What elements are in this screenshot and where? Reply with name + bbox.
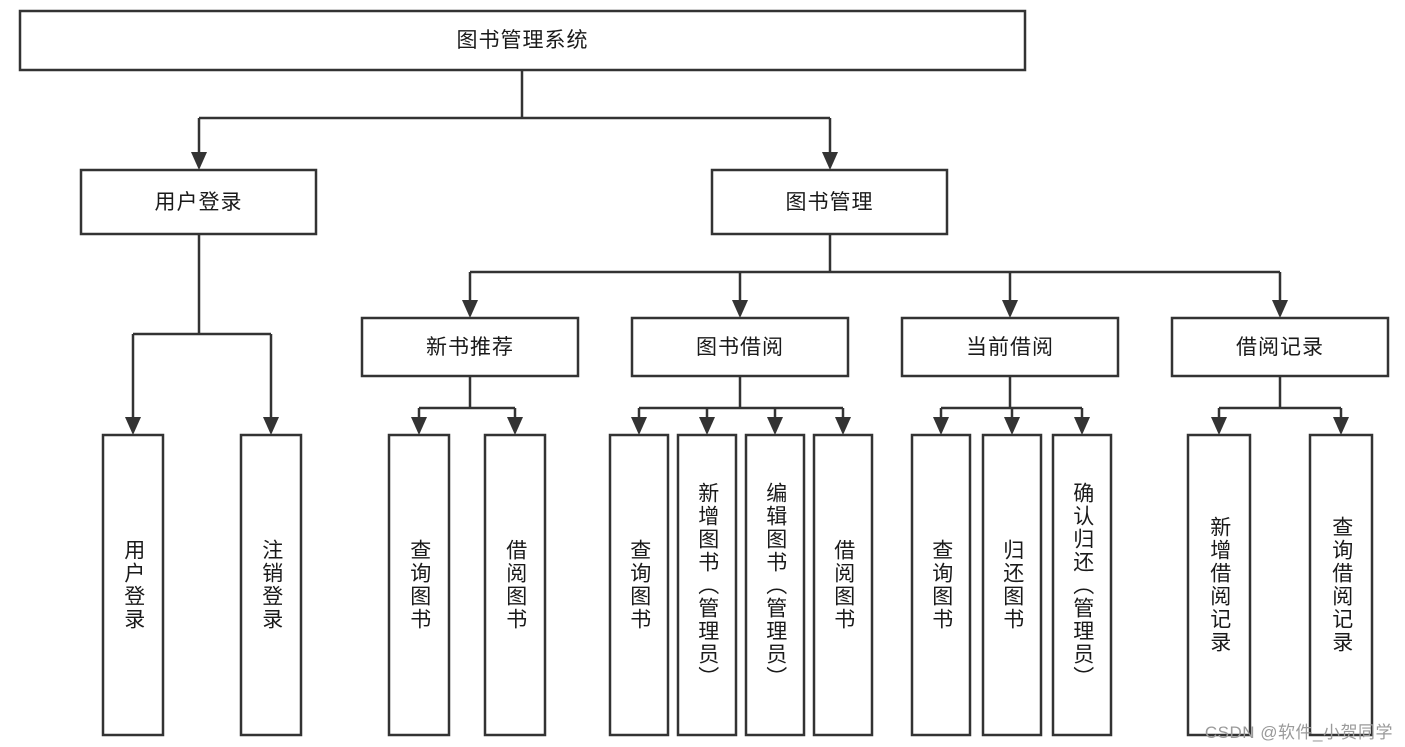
node-box-leaf-query-book-cur[interactable] xyxy=(910,433,972,737)
node-label-leaf-user-logout: 注销登录 xyxy=(259,539,283,631)
node-label-root: 图书管理系统 xyxy=(456,29,589,52)
node-box-leaf-edit-book[interactable] xyxy=(744,433,806,737)
arrow-head-leaf-user-login xyxy=(125,417,141,435)
node-label-book-manage: 图书管理 xyxy=(785,190,874,214)
node-box-leaf-query-record[interactable] xyxy=(1308,433,1374,737)
watermark-text: CSDN @软件_小贺同学 xyxy=(1204,723,1393,742)
arrow-head-current-borrow xyxy=(1002,300,1018,318)
node-box-book-manage[interactable] xyxy=(710,168,949,236)
node-box-book-borrow[interactable] xyxy=(630,316,850,378)
connector-new-book-rec-to-leaves xyxy=(411,376,523,435)
node-box-current-borrow[interactable] xyxy=(900,316,1120,378)
arrow-head-book-borrow xyxy=(732,300,748,318)
node-label-leaf-add-record: 新增借阅记录 xyxy=(1207,516,1231,654)
node-label-leaf-add-book: 新增图书（管理员） xyxy=(695,481,719,689)
node-box-leaf-query-book-borrow[interactable] xyxy=(608,433,670,737)
arrow-head-leaf-query-book-cur xyxy=(933,417,949,435)
node-box-leaf-add-record[interactable] xyxy=(1186,433,1252,737)
arrow-head-leaf-query-book-borrow xyxy=(631,417,647,435)
node-label-leaf-query-book-cur: 查询图书 xyxy=(929,539,953,631)
node-label-book-borrow: 图书借阅 xyxy=(696,335,784,359)
node-box-leaf-borrow-book-rec[interactable] xyxy=(483,433,547,737)
node-label-leaf-edit-book: 编辑图书（管理员） xyxy=(763,481,787,689)
arrow-head-book-manage xyxy=(822,152,838,170)
node-box-leaf-return-book[interactable] xyxy=(981,433,1043,737)
node-label-leaf-user-login: 用户登录 xyxy=(121,539,145,631)
arrow-head-borrow-record xyxy=(1272,300,1288,318)
node-box-leaf-confirm-return[interactable] xyxy=(1051,433,1113,737)
node-label-leaf-confirm-return: 确认归还（管理员） xyxy=(1070,481,1094,689)
node-box-leaf-user-login[interactable] xyxy=(101,433,165,737)
arrow-head-leaf-add-book xyxy=(699,417,715,435)
connector-user-login-to-leaves xyxy=(125,234,279,435)
node-label-current-borrow: 当前借阅 xyxy=(966,335,1054,359)
node-box-leaf-add-book[interactable] xyxy=(676,433,738,737)
arrow-head-leaf-query-record xyxy=(1333,417,1349,435)
arrow-head-leaf-return-book xyxy=(1004,417,1020,435)
node-label-leaf-query-record: 查询借阅记录 xyxy=(1329,516,1353,654)
node-label-new-book-rec: 新书推荐 xyxy=(426,335,514,359)
connector-current-borrow-to-leaves xyxy=(933,376,1090,435)
node-box-user-login[interactable] xyxy=(79,168,318,236)
arrow-head-leaf-add-record xyxy=(1211,417,1227,435)
node-label-leaf-query-book-borrow: 查询图书 xyxy=(627,539,651,631)
node-label-leaf-return-book: 归还图书 xyxy=(1000,539,1024,631)
node-label-leaf-query-book-rec: 查询图书 xyxy=(407,539,431,631)
node-box-new-book-rec[interactable] xyxy=(360,316,580,378)
node-box-leaf-query-book-rec[interactable] xyxy=(387,433,451,737)
connector-book-manage-to-level3 xyxy=(462,234,1288,318)
arrow-head-leaf-edit-book xyxy=(767,417,783,435)
arrow-head-leaf-confirm-return xyxy=(1074,417,1090,435)
node-label-leaf-borrow-book-rec: 借阅图书 xyxy=(503,539,527,631)
connector-borrow-record-to-leaves xyxy=(1211,376,1349,435)
arrow-head-leaf-query-book-rec xyxy=(411,417,427,435)
node-label-leaf-borrow-book: 借阅图书 xyxy=(831,539,855,631)
node-box-borrow-record[interactable] xyxy=(1170,316,1390,378)
arrow-head-user-login xyxy=(191,152,207,170)
node-label-user-login: 用户登录 xyxy=(154,190,243,214)
arrow-head-new-book-rec xyxy=(462,300,478,318)
node-box-leaf-borrow-book[interactable] xyxy=(812,433,874,737)
connector-root-to-level2 xyxy=(191,70,838,170)
node-box-leaf-user-logout[interactable] xyxy=(239,433,303,737)
arrow-head-leaf-borrow-book xyxy=(835,417,851,435)
arrow-head-leaf-borrow-book-rec xyxy=(507,417,523,435)
node-label-borrow-record: 借阅记录 xyxy=(1236,335,1324,359)
arrow-head-leaf-user-logout xyxy=(263,417,279,435)
connector-book-borrow-to-leaves xyxy=(631,376,851,435)
node-box-root[interactable] xyxy=(18,9,1027,72)
